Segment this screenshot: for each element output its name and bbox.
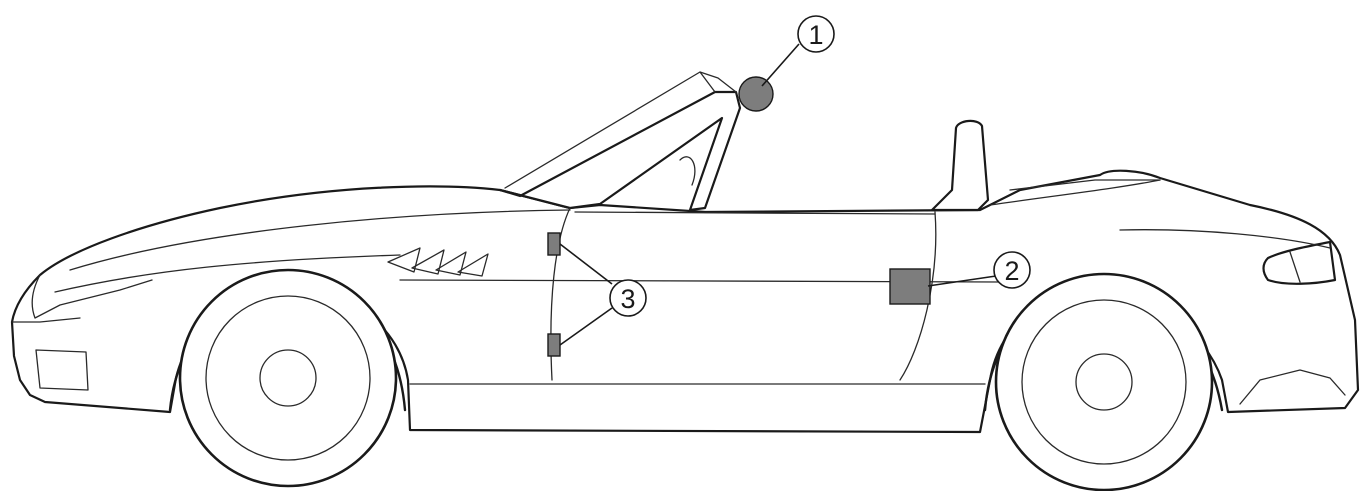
rear-bumper-detail (1239, 369, 1346, 405)
callout-3-label: 3 (620, 284, 635, 314)
taillight (1262, 240, 1337, 285)
headlight (31, 274, 153, 319)
door-top-line (574, 211, 936, 215)
windshield-glass-line (504, 71, 737, 189)
sensor-component-1 (738, 76, 774, 112)
windshield-frame (498, 90, 742, 212)
hinge-component-3-lower (547, 333, 561, 357)
fog-light (35, 349, 89, 391)
mirror-detail (679, 156, 696, 186)
callout-1: 1 (797, 15, 835, 53)
front-wheel (178, 268, 398, 488)
tonneau-line (1009, 179, 1161, 191)
seat-headrest (930, 119, 990, 212)
door-rear-edge (899, 211, 937, 381)
rear-wheel (994, 272, 1214, 491)
leader-line-3-upper (559, 243, 613, 285)
windshield-edge (699, 71, 716, 93)
fender-gills (387, 247, 489, 277)
callout-1-label: 1 (808, 20, 823, 50)
front-bumper-line (11, 317, 81, 323)
rear-deck-line (989, 179, 1161, 206)
hinge-component-3-upper (547, 232, 561, 256)
callout-3: 3 (609, 279, 647, 317)
leader-line-2 (927, 275, 997, 287)
module-component-2 (889, 268, 931, 305)
shoulder-line (69, 209, 571, 271)
leader-line-1 (761, 43, 800, 87)
rear-fender-line (1119, 229, 1331, 249)
callout-2: 2 (993, 251, 1031, 289)
leader-line-3-lower (559, 307, 613, 346)
callout-2-label: 2 (1004, 256, 1019, 286)
fender-line (54, 254, 401, 293)
taillight-divider (1289, 251, 1301, 283)
